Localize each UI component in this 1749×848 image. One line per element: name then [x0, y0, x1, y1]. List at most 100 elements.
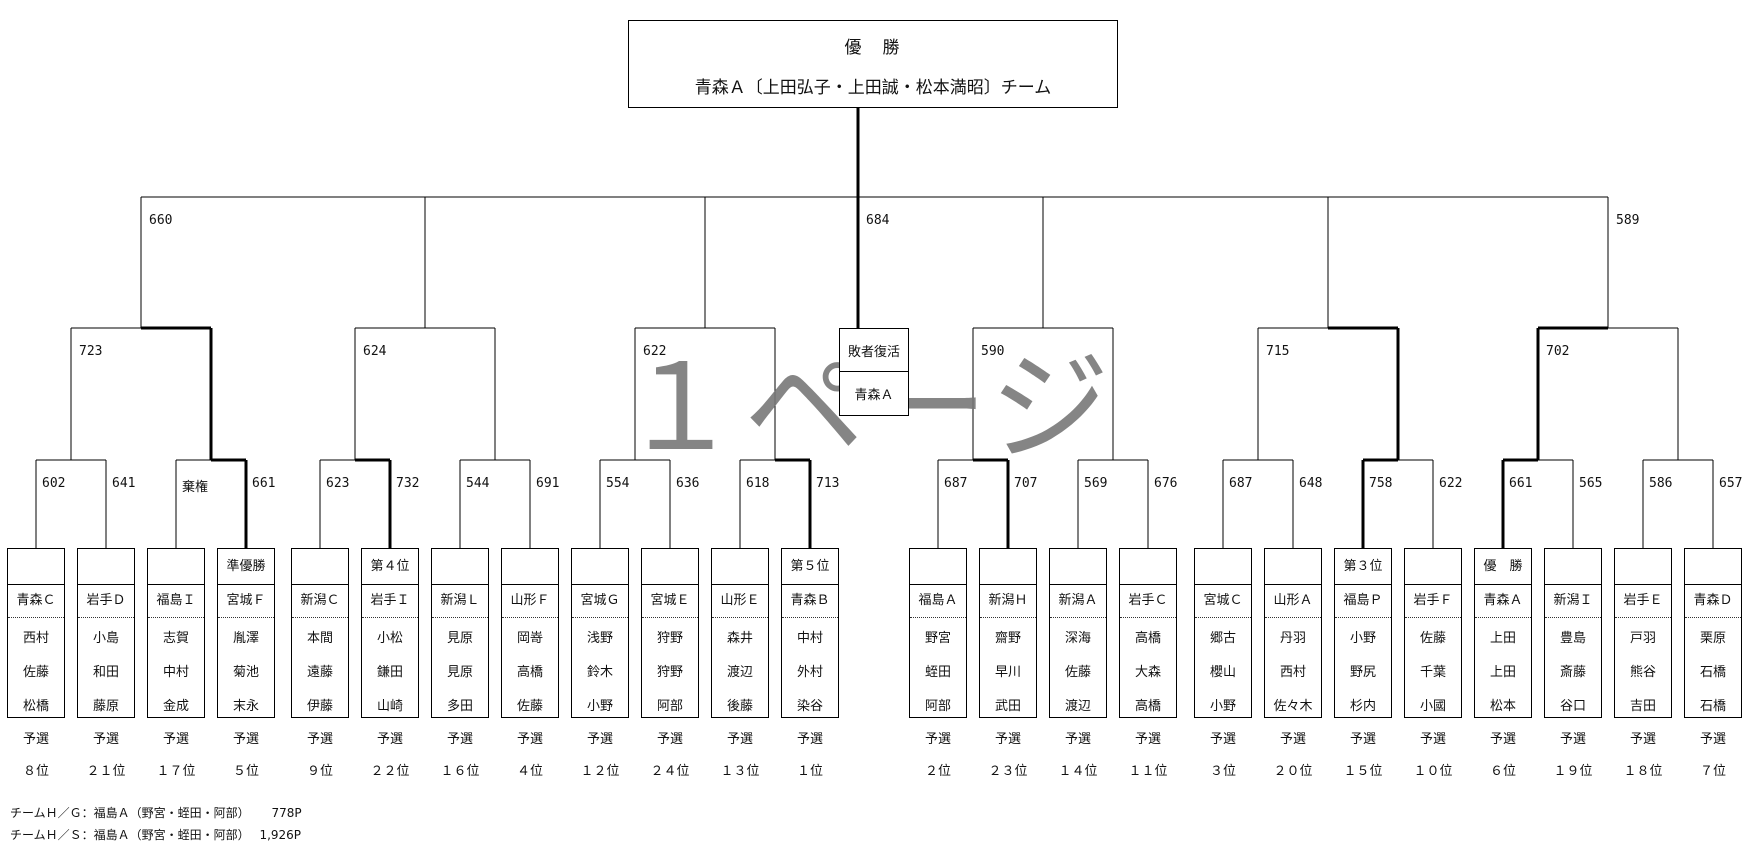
team-rank: [148, 549, 204, 585]
team-name: 新潟Ｌ: [432, 584, 488, 618]
prelim-place: ２２位: [370, 764, 410, 779]
score-round1: 657: [1719, 476, 1743, 491]
team-member: 伊藤: [306, 699, 333, 714]
prelim-label: 予選: [1279, 732, 1306, 747]
team-member: 和田: [92, 665, 119, 680]
score-round2: 624: [363, 344, 387, 359]
score-round1: 648: [1299, 476, 1323, 491]
prelim-label: 予選: [516, 732, 543, 747]
team-name: 岩手Ｄ: [78, 584, 134, 618]
team-member: 後藤: [726, 699, 753, 714]
team-member: 渡辺: [726, 665, 753, 680]
score-round1: 554: [606, 476, 630, 491]
score-round1: 713: [816, 476, 840, 491]
prelim-place: １７位: [156, 764, 196, 779]
prelim-place: ２１位: [86, 764, 126, 779]
team-member: 山崎: [376, 699, 403, 714]
score-round1: 569: [1084, 476, 1108, 491]
prelim-place: １１位: [1128, 764, 1168, 779]
prelim-label: 予選: [1699, 732, 1726, 747]
team-rank: [712, 549, 768, 585]
team-member: 金成: [162, 699, 189, 714]
team-member: 松橋: [22, 699, 49, 714]
team-member: 中村: [796, 631, 823, 646]
team-rank: 第４位: [362, 549, 418, 585]
team-member: 高橋: [516, 665, 543, 680]
team-member: 胤澤: [232, 631, 259, 646]
team-member: 谷口: [1559, 699, 1586, 714]
team-member: 郷古: [1209, 631, 1236, 646]
score-round1: 618: [746, 476, 770, 491]
prelim-label: 予選: [1559, 732, 1586, 747]
team-member: 遠藤: [306, 665, 333, 680]
prelim-place: ８位: [22, 764, 49, 779]
score-round1: 661: [252, 476, 276, 491]
score-round3: 589: [1616, 213, 1640, 228]
team-member: 森井: [726, 631, 753, 646]
score-round1: 687: [944, 476, 968, 491]
team-member: 石橋: [1699, 699, 1726, 714]
team-rank: 第３位: [1335, 549, 1391, 585]
team-member: 深海: [1064, 631, 1091, 646]
team-member: 栗原: [1699, 631, 1726, 646]
prelim-label: 予選: [376, 732, 403, 747]
score-round1: 623: [326, 476, 350, 491]
team-member: 大森: [1134, 665, 1161, 680]
prelim-place: ７位: [1699, 764, 1726, 779]
team-member: 西村: [22, 631, 49, 646]
team-card: 山形Ｅ 森井渡辺後藤: [711, 548, 769, 718]
score-round2: 590: [981, 344, 1005, 359]
team-member: 渡辺: [1064, 699, 1091, 714]
team-rank: [432, 549, 488, 585]
score-round1: 732: [396, 476, 420, 491]
prelim-label: 予選: [1419, 732, 1446, 747]
team-member: 中村: [162, 665, 189, 680]
team-member: 千葉: [1419, 665, 1446, 680]
prelim-label: 予選: [1134, 732, 1161, 747]
prelim-place: ３位: [1209, 764, 1236, 779]
prelim-label: 予選: [994, 732, 1021, 747]
prelim-place: ２３位: [988, 764, 1028, 779]
team-member: 鈴木: [586, 665, 613, 680]
team-member: 豊島: [1559, 631, 1586, 646]
team-member: 佐藤: [1419, 631, 1446, 646]
team-member: 藤原: [92, 699, 119, 714]
team-rank: 準優勝: [218, 549, 274, 585]
team-member: 高橋: [1134, 631, 1161, 646]
team-member: 小國: [1419, 699, 1446, 714]
team-name: 山形Ｅ: [712, 584, 768, 618]
team-member: 岡嵜: [516, 631, 543, 646]
team-rank: [1195, 549, 1251, 585]
team-member: 佐々木: [1273, 699, 1313, 714]
team-rank: [8, 549, 64, 585]
prelim-label: 予選: [22, 732, 49, 747]
team-member: 高橋: [1134, 699, 1161, 714]
score-round1: 544: [466, 476, 490, 491]
team-member: 小松: [376, 631, 403, 646]
team-rank: [980, 549, 1036, 585]
team-member: 佐藤: [516, 699, 543, 714]
prelim-place: ２位: [924, 764, 951, 779]
prelim-place: ２０位: [1273, 764, 1313, 779]
prelim-label: 予選: [92, 732, 119, 747]
score-round2: 723: [79, 344, 103, 359]
team-rank: [910, 549, 966, 585]
score-round1: 687: [1229, 476, 1253, 491]
prelim-place: １５位: [1343, 764, 1383, 779]
team-member: 阿部: [656, 699, 683, 714]
score-round1: 661: [1509, 476, 1533, 491]
score-round3: 660: [149, 213, 173, 228]
prelim-label: 予選: [586, 732, 613, 747]
prelim-place: １６位: [440, 764, 480, 779]
prelim-label: 予選: [306, 732, 333, 747]
